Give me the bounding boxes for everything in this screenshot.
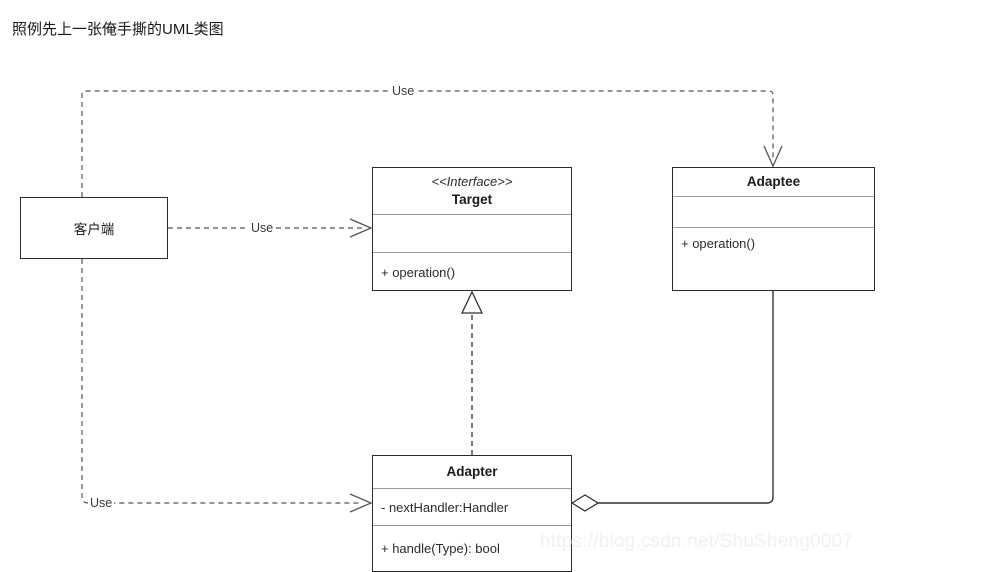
- adapter-operation-0: + handle(Type): bool: [381, 541, 500, 556]
- uml-node-client[interactable]: 客户端: [20, 197, 168, 259]
- target-attributes-compartment: [373, 214, 571, 252]
- target-header-compartment: <<Interface>> Target: [373, 168, 571, 214]
- adaptee-operation-0: + operation(): [681, 236, 756, 251]
- adapter-attribute-0: - nextHandler:Handler: [381, 499, 509, 515]
- adapter-class-name: Adapter: [446, 464, 498, 479]
- edge-client-uses-adapter: [81, 259, 373, 513]
- uml-node-adapter[interactable]: Adapter - nextHandler:Handler + handle(T…: [372, 455, 572, 572]
- target-stereotype: <<Interface>>: [431, 174, 513, 189]
- client-title-compartment: 客户端: [21, 198, 167, 258]
- edge-label-client-uses-target: Use: [249, 221, 276, 235]
- adapter-header-compartment: Adapter: [373, 456, 571, 488]
- adaptee-attributes-compartment: [673, 196, 874, 227]
- adapter-attributes-compartment: - nextHandler:Handler: [373, 488, 571, 525]
- target-operation-0: + operation(): [381, 265, 456, 280]
- adaptee-header-compartment: Adaptee: [673, 168, 874, 196]
- edge-client-uses-target: [168, 218, 373, 238]
- page-title: 照例先上一张俺手撕的UML类图: [12, 21, 224, 38]
- edge-label-client-uses-adaptee: Use: [390, 84, 417, 98]
- edge-adapter-aggregates-adaptee: [570, 291, 774, 512]
- edge-client-uses-adaptee: [81, 90, 783, 197]
- uml-node-adaptee[interactable]: Adaptee + operation(): [672, 167, 875, 291]
- adaptee-class-name: Adaptee: [746, 174, 801, 189]
- adapter-operations-compartment: + handle(Type): bool: [373, 525, 571, 571]
- target-operations-compartment: + operation(): [373, 252, 571, 292]
- uml-node-target[interactable]: <<Interface>> Target + operation(): [372, 167, 572, 291]
- adaptee-operations-compartment: + operation(): [673, 227, 874, 290]
- client-label: 客户端: [73, 222, 115, 237]
- target-class-name: Target: [451, 192, 493, 207]
- edge-adapter-implements-target: [460, 290, 484, 455]
- edge-label-client-uses-adapter: Use: [88, 496, 115, 510]
